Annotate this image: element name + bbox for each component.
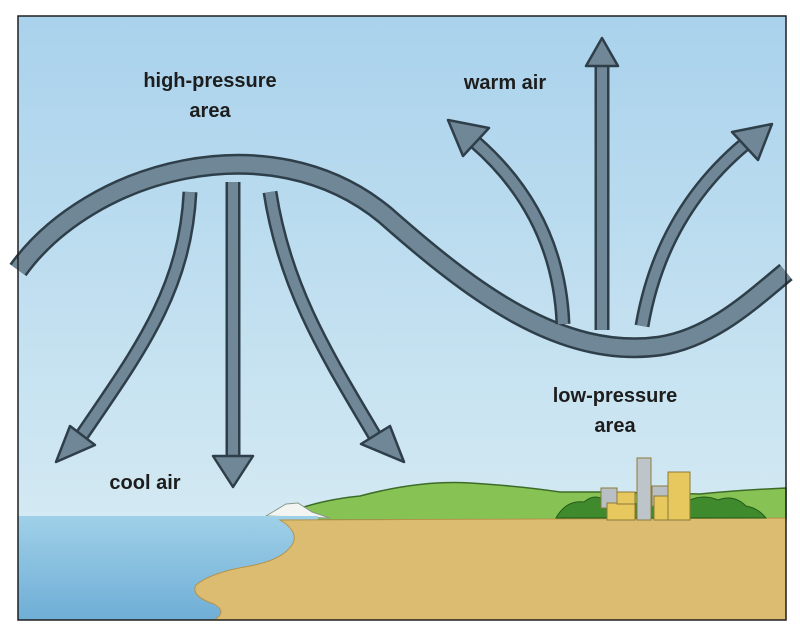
arrow-up-center (584, 36, 620, 330)
arrow-down-center (211, 182, 255, 489)
arrow-down-left (54, 191, 198, 464)
arrow-up-right (634, 122, 774, 328)
low-pressure-label-line1: low-pressure (552, 385, 678, 407)
high-pressure-label: high-pressure area (110, 66, 310, 126)
arrow-down-right (262, 190, 406, 464)
high-pressure-label-line2: area (189, 100, 231, 122)
low-pressure-label: low-pressure area (520, 381, 710, 441)
low-pressure-label-line2: area (594, 415, 636, 437)
cool-air-label: cool air (109, 472, 181, 494)
high-pressure-label-line1: high-pressure (143, 70, 277, 92)
cliff (264, 502, 331, 519)
arrow-up-left (446, 118, 571, 325)
beach (194, 517, 787, 621)
factory (600, 457, 691, 521)
warm-air-label: warm air (463, 72, 547, 94)
